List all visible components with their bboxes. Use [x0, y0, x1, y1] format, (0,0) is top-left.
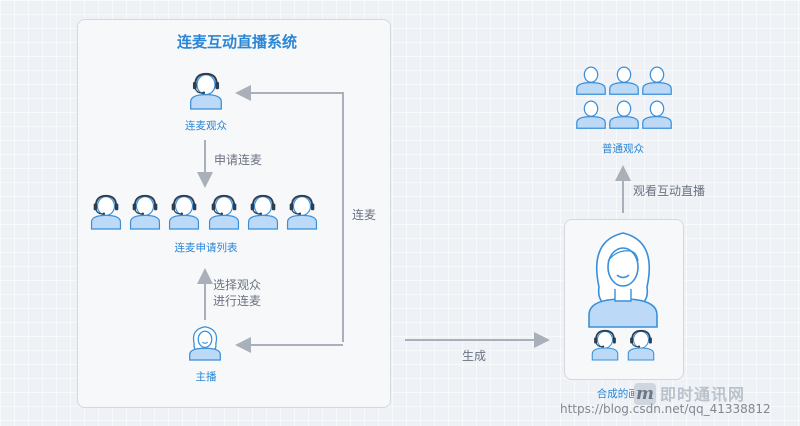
watch-edge-label: 观看互动直播	[633, 184, 706, 198]
audience-silhouette-icon	[641, 99, 673, 129]
headset-person-icon	[128, 193, 162, 231]
audience-silhouette-icon	[608, 99, 640, 129]
watermark-url: https://blog.csdn.net/qq_41338812	[560, 402, 771, 416]
headset-person-icon	[285, 193, 319, 231]
system-title: 连麦互动直播系统	[176, 33, 298, 51]
host-large-icon	[588, 232, 658, 328]
select-edge-label-line1: 选择观众	[213, 278, 262, 292]
audience-silhouette-icon	[641, 65, 673, 95]
headset-person-icon	[207, 193, 241, 231]
lianmai-edge-label: 连麦	[352, 208, 377, 222]
system-panel	[77, 19, 391, 408]
watermark-logo-icon: m	[634, 383, 656, 405]
apply-edge-label: 申请连麦	[214, 153, 263, 167]
generate-edge-label: 生成	[462, 349, 487, 363]
headset-person-icon	[188, 72, 224, 110]
apply-list-label: 连麦申请列表	[174, 242, 238, 254]
arrow-lianmai-top	[235, 85, 344, 342]
audience-silhouette-icon	[608, 65, 640, 95]
headset-person-icon	[167, 193, 201, 231]
select-edge-label-line2: 进行连麦	[213, 294, 262, 308]
headset-person-icon	[590, 329, 620, 361]
host-label: 主播	[195, 371, 217, 383]
host-icon	[187, 322, 223, 362]
headset-person-icon	[626, 329, 656, 361]
audience-silhouette-icon	[575, 99, 607, 129]
headset-person-icon	[89, 193, 123, 231]
audience-silhouette-icon	[575, 65, 607, 95]
lianmai-audience-label: 连麦观众	[185, 120, 227, 132]
headset-person-icon	[246, 193, 280, 231]
watermark-brand: 即时通讯网	[660, 385, 746, 404]
ordinary-audience-label: 普通观众	[602, 143, 644, 155]
